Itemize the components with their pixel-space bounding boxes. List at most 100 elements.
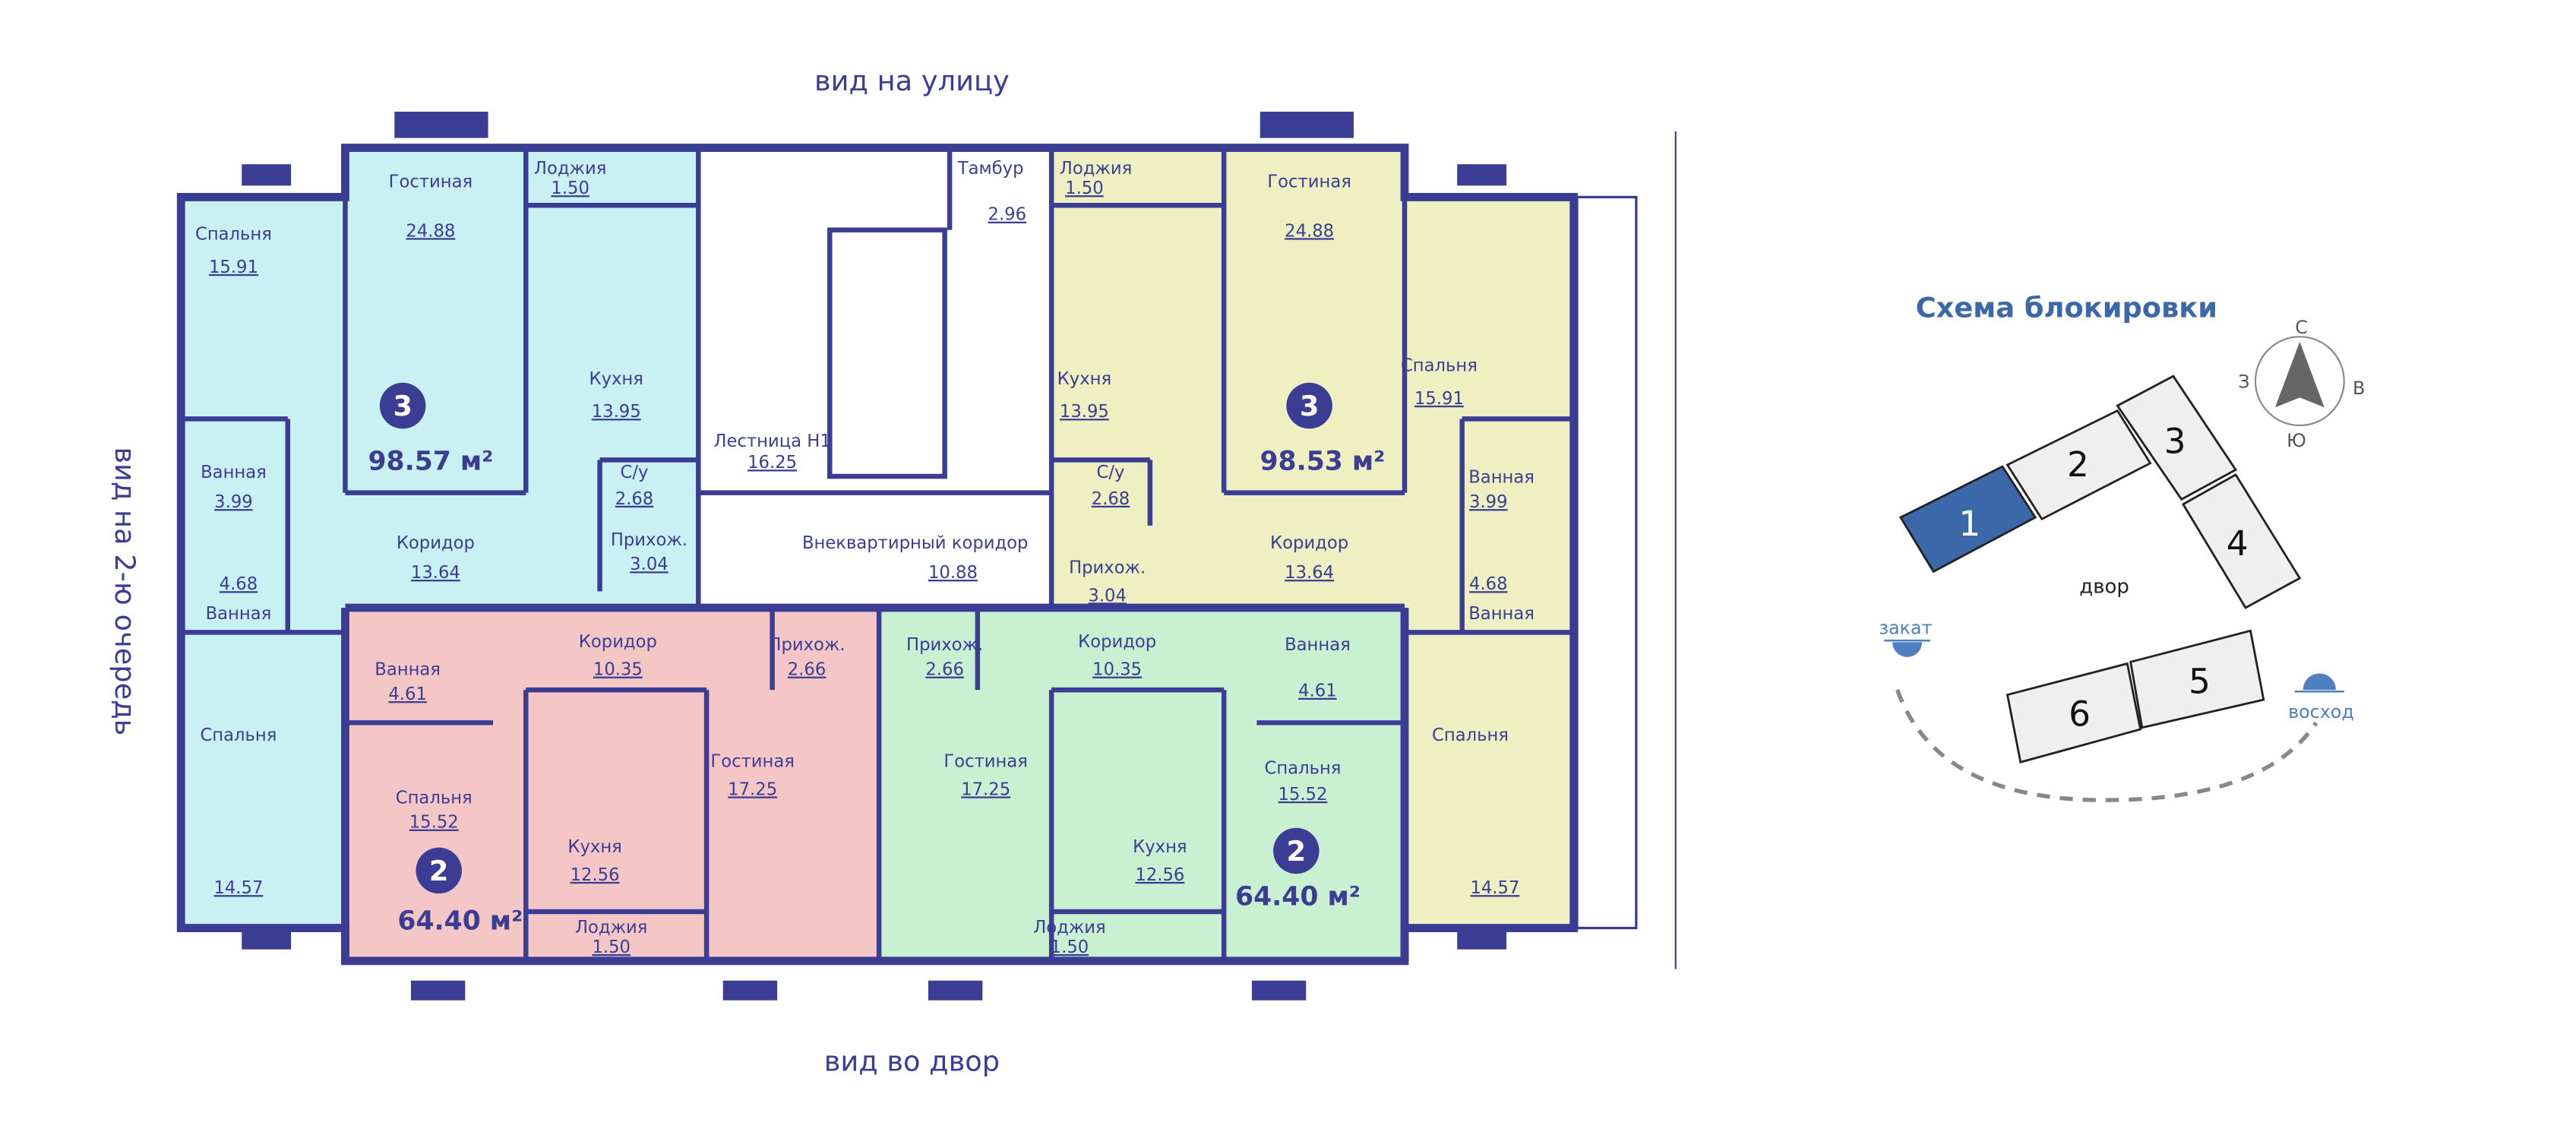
room-name: Кухня — [1133, 837, 1187, 857]
block-3[interactable]: 3 — [2116, 375, 2238, 501]
view-yard-label: вид во двор — [824, 1045, 1000, 1078]
room-name: Прихож. — [768, 635, 845, 655]
room-name: Ванная — [1285, 635, 1351, 655]
room-area: 3.99 — [1469, 492, 1508, 512]
label: С — [2295, 317, 2308, 338]
room-area: 3.04 — [630, 555, 668, 574]
room-name: Гостиная — [389, 172, 473, 191]
view-second-stage-label: вид на 2-ю очередь — [109, 447, 141, 735]
total-area: 64.40 м² — [397, 906, 523, 937]
apartment-right-2-fill[interactable] — [879, 607, 1405, 961]
apartment-right-3: Лоджия 1.50 Гостиная 24.88 Кухня 13.95 С… — [1057, 159, 1535, 898]
block-5[interactable]: 5 — [2129, 629, 2265, 729]
block-scheme: Схема блокировки С З В Ю 1 2 3 4 5 — [1879, 291, 2365, 802]
room-area: 14.57 — [1470, 878, 1519, 898]
apartment-left-2: Коридор 10.35 Прихож. 2.66 Ванная 4.61 Г… — [375, 632, 845, 957]
total-area: 64.40 м² — [1235, 881, 1361, 912]
room-area: 13.64 — [411, 563, 460, 583]
vestibule-name: Тамбур — [957, 159, 1024, 179]
room-area: 14.57 — [213, 878, 263, 898]
room-area: 3.04 — [1088, 586, 1127, 605]
room-area: 13.95 — [592, 402, 641, 422]
rooms-badge — [379, 382, 426, 429]
compass-icon: С З В Ю — [2238, 317, 2365, 451]
room-area: 15.52 — [409, 813, 459, 833]
label: Ю — [2287, 430, 2306, 451]
room-area: 24.88 — [406, 221, 455, 241]
room-name: Спальня — [195, 225, 272, 245]
label: 2 — [2067, 444, 2089, 485]
room-area: 2.68 — [615, 489, 654, 509]
room-name: Спальня — [200, 726, 277, 745]
yard-label: двор — [2079, 576, 2129, 599]
room-area: 1.50 — [592, 937, 631, 957]
room-area: 12.56 — [571, 865, 620, 885]
label: З — [2238, 371, 2249, 392]
room-area: 10.35 — [593, 660, 643, 680]
block-6[interactable]: 6 — [2005, 662, 2142, 764]
room-name: Ванная — [206, 604, 272, 624]
room-name: Кухня — [1057, 369, 1111, 389]
room-name: Прихож. — [611, 530, 687, 550]
room-name: Кухня — [567, 837, 621, 857]
sun-path-arc — [1895, 689, 2318, 802]
room-area: 4.68 — [1469, 574, 1508, 594]
room-area: 15.91 — [209, 258, 258, 277]
room-area: 12.56 — [1135, 865, 1184, 885]
rooms-count: 2 — [1287, 835, 1307, 868]
rooms-badge — [1286, 382, 1332, 429]
common-areas: Лестница Н1 16.25 Тамбур 2.96 Внеквартир… — [713, 159, 1028, 583]
room-name: Лоджия — [1060, 159, 1132, 179]
room-area: 13.64 — [1285, 563, 1334, 583]
block-4[interactable]: 4 — [2181, 473, 2302, 609]
corridor-name: Внеквартирный коридор — [802, 533, 1029, 553]
room-area: 1.50 — [1051, 937, 1089, 957]
apartment-right-3-fill[interactable] — [1051, 147, 1574, 928]
sunrise-label: восход — [2288, 701, 2354, 722]
room-name: Коридор — [397, 533, 475, 553]
room-name: Коридор — [579, 632, 657, 652]
room-name: Спальня — [396, 788, 473, 808]
sunset-label: закат — [1879, 618, 1932, 639]
rooms-count: 3 — [393, 390, 412, 422]
room-area: 1.50 — [1065, 179, 1104, 198]
room-area: 24.88 — [1285, 221, 1334, 241]
room-area: 2.66 — [925, 660, 964, 680]
block-1[interactable]: 1 — [1898, 465, 2037, 574]
block-2[interactable]: 2 — [2005, 409, 2152, 521]
apartment-right-2: Прихож. 2.66 Коридор 10.35 Ванная 4.61 Г… — [906, 632, 1361, 957]
apartment-left-2-fill[interactable] — [345, 607, 880, 961]
sunrise-icon — [2294, 673, 2344, 693]
room-name: Ванная — [201, 463, 267, 482]
corridor-area: 10.88 — [928, 563, 978, 583]
rooms-count: 2 — [429, 855, 449, 887]
scheme-title: Схема блокировки — [1916, 291, 2217, 324]
stairwell-area — [698, 147, 1052, 608]
room-area: 3.99 — [214, 492, 253, 512]
view-street-label: вид на улицу — [814, 65, 1010, 97]
room-name: С/у — [1097, 463, 1125, 482]
room-area: 4.68 — [220, 574, 258, 594]
room-area: 2.68 — [1092, 489, 1130, 509]
room-name: Лоджия — [1033, 918, 1105, 937]
stair-area: 16.25 — [748, 453, 797, 473]
label: В — [2353, 378, 2365, 399]
room-name: Прихож. — [906, 635, 983, 655]
room-area: 4.61 — [388, 684, 427, 704]
room-name: Ванная — [1468, 604, 1535, 624]
room-area: 17.25 — [961, 779, 1010, 799]
total-area: 98.57 м² — [368, 446, 493, 476]
apartment-left-3-fill[interactable] — [181, 147, 699, 928]
room-name: С/у — [621, 463, 649, 482]
room-name: Коридор — [1270, 533, 1348, 553]
label: 3 — [2164, 422, 2186, 462]
room-area: 15.91 — [1414, 389, 1464, 409]
rooms-count: 3 — [1300, 390, 1320, 422]
room-area: 17.25 — [728, 779, 777, 799]
room-area: 1.50 — [551, 179, 589, 198]
room-area: 13.95 — [1060, 402, 1109, 422]
sunset-icon — [1884, 639, 1930, 657]
room-name: Лоджия — [534, 159, 606, 179]
room-name: Гостиная — [943, 752, 1028, 772]
